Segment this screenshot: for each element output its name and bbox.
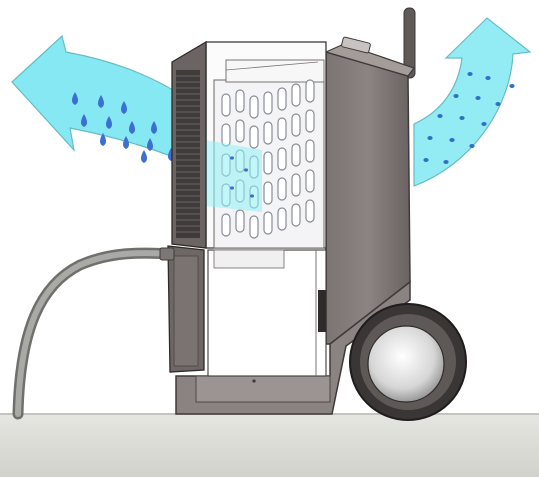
side-vent (318, 290, 326, 332)
drain-hose (12, 247, 178, 420)
water-drop-icon (121, 101, 127, 114)
dry-air-outflow-arrow (413, 17, 532, 187)
handle (403, 7, 416, 79)
water-drop-icon (100, 133, 106, 146)
front-intake-grille (171, 40, 207, 249)
water-drop-icon (129, 121, 135, 134)
water-drop-icon (141, 150, 147, 163)
evaporator-coil (205, 59, 325, 249)
water-drop-icon (98, 95, 104, 108)
water-drop-icon (151, 121, 157, 134)
top-control-panel (341, 36, 371, 54)
water-drop-icon (147, 138, 153, 151)
water-drop-icon (106, 116, 112, 129)
water-drop-icon (123, 136, 129, 149)
water-drop-icon (72, 92, 78, 105)
inner-water-tank (207, 249, 327, 377)
hose-connector (159, 247, 175, 261)
dry-air-particles (423, 72, 515, 164)
wheel (349, 303, 467, 421)
floor (0, 414, 539, 477)
water-droplets (72, 92, 174, 163)
water-drop-icon (81, 114, 87, 127)
